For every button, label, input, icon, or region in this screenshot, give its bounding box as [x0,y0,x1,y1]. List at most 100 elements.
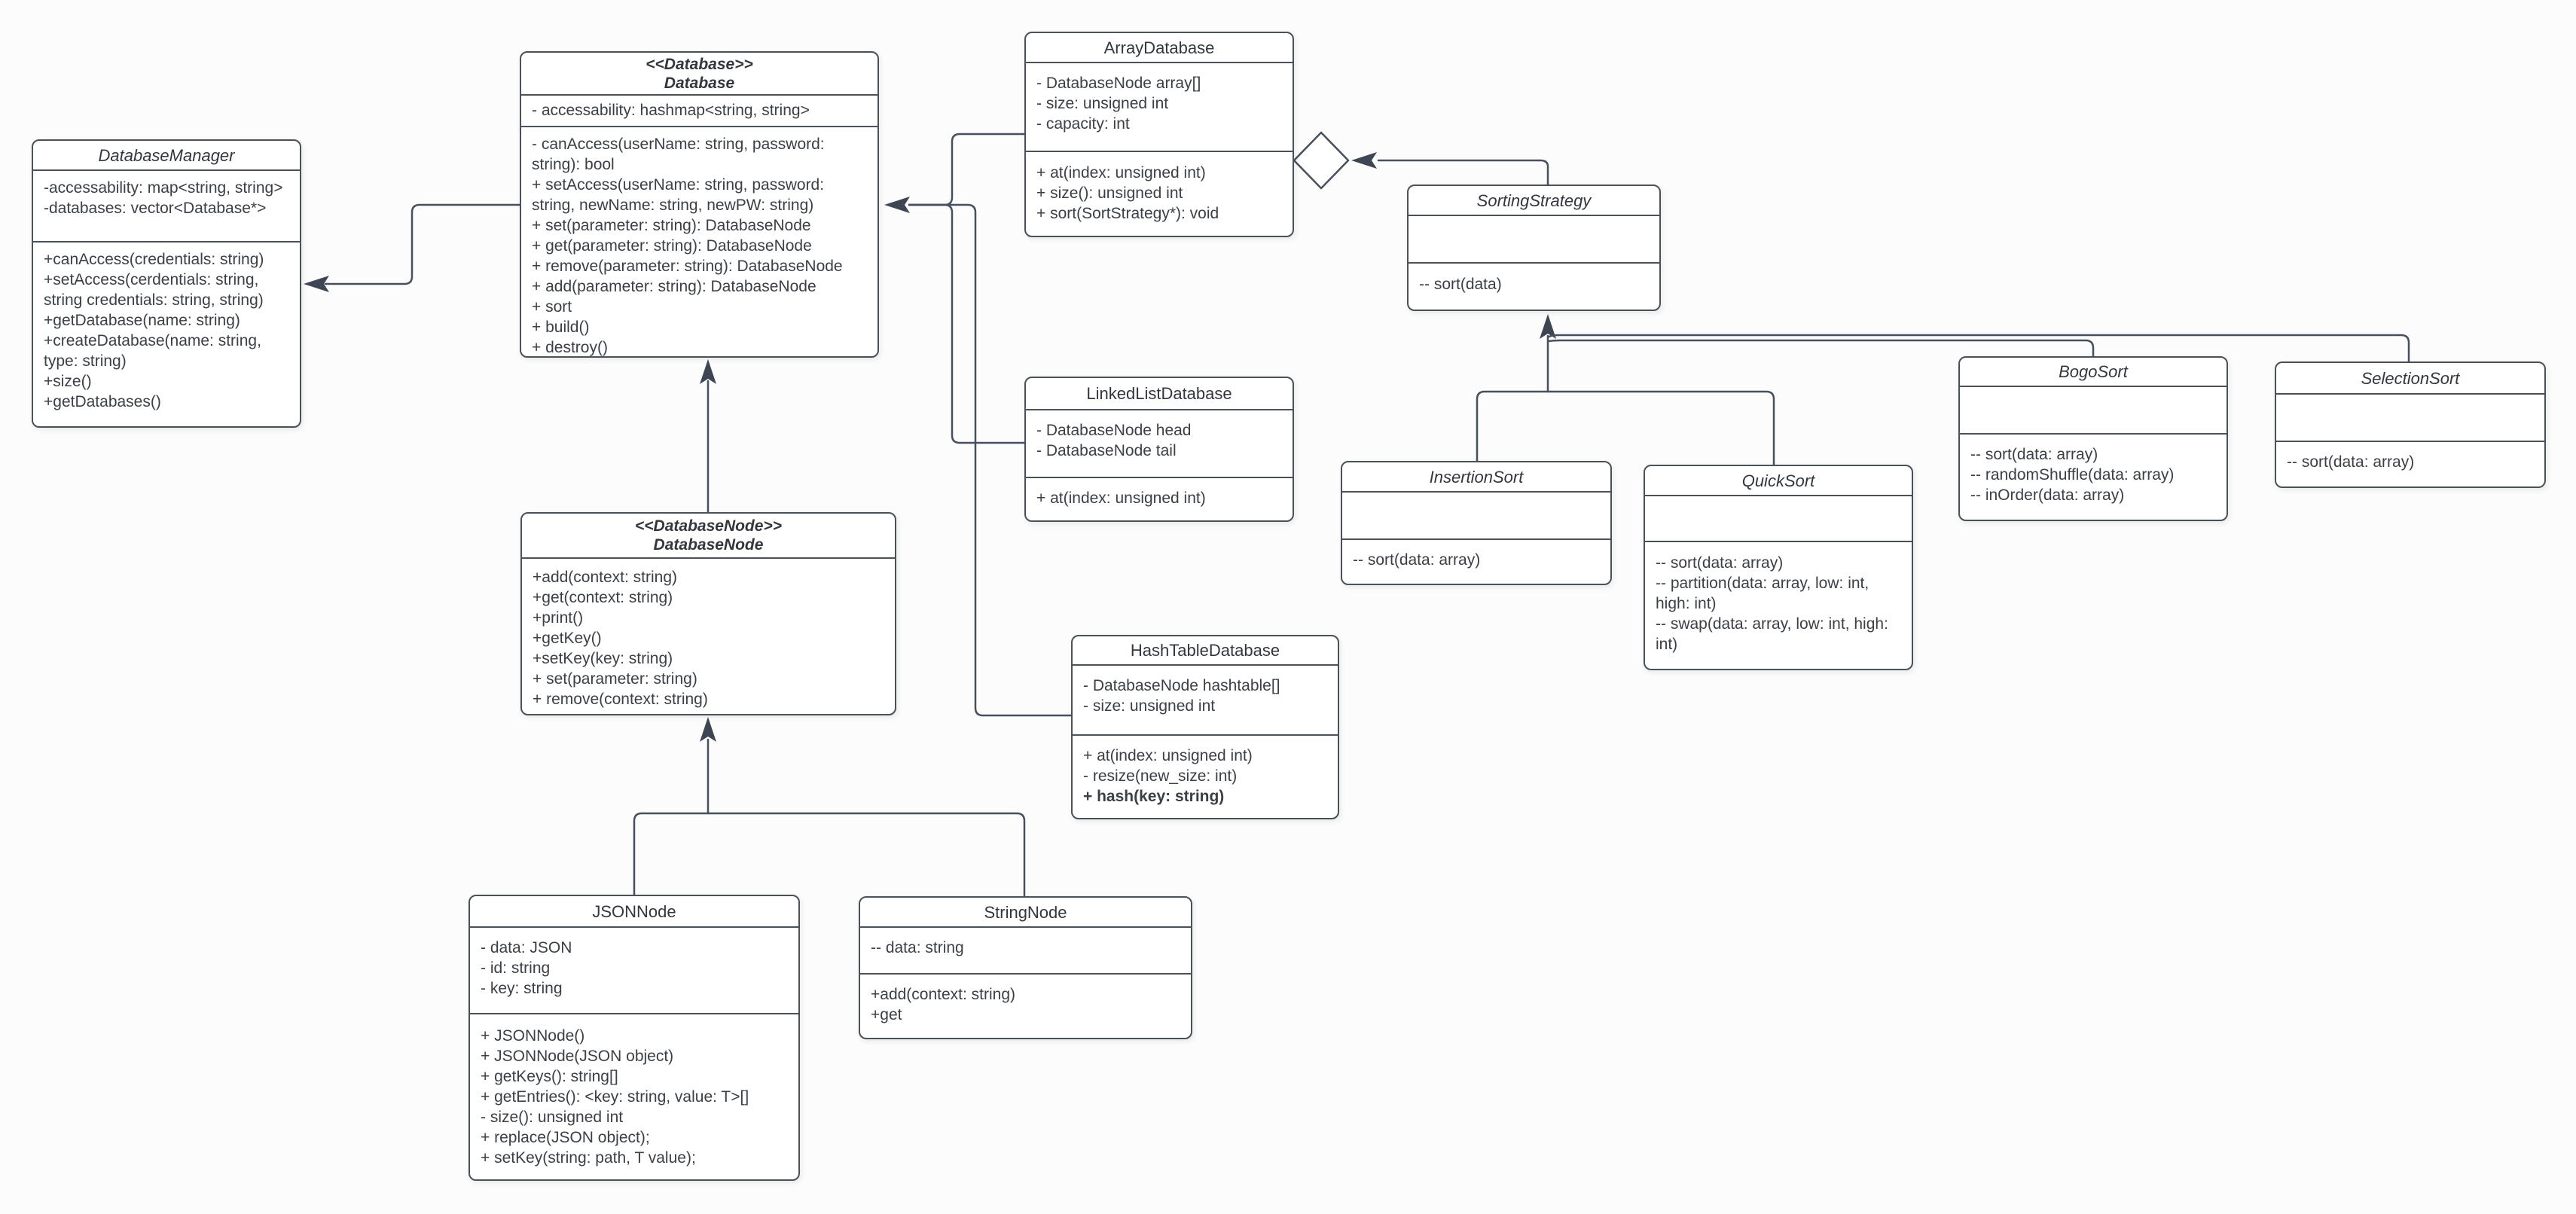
method-line: + destroy() [532,339,608,356]
class-title: LinkedListDatabase [1086,384,1232,403]
edge-linkedlistdatabase-to-database[interactable] [908,203,1026,444]
method-line: -- sort(data: array) [2287,453,2415,471]
attributes-compartment: - accessability: hashmap<string, string> [521,94,877,126]
class-stereotype: <<DatabaseNode>> [635,517,782,535]
method-line: -- partition(data: array, low: int, high… [1656,575,1869,612]
attributes-compartment: - data: JSON - id: string - key: string [470,926,798,1013]
method-line: - size(): unsigned int [481,1109,624,1126]
method-line: -- swap(data: array, low: int, high: int… [1656,615,1888,653]
edge-databasenode-to-database[interactable] [700,359,716,514]
edge-insertionsort-quicksort-to-sortingstrategy[interactable] [1476,390,1775,466]
class-database-node[interactable]: <<DatabaseNode>> DatabaseNode +add(conte… [520,512,896,715]
method-line: +setAccess(cerdentials: string, string c… [44,271,264,309]
attribute-line: - id: string [481,959,551,977]
attributes-compartment: - DatabaseNode array[] - size: unsigned … [1026,62,1293,151]
method-line: + getKeys(): string[] [481,1068,618,1085]
methods-compartment: -- sort(data: array) -- partition(data: … [1645,541,1912,669]
methods-compartment: + at(index: unsigned int) + size(): unsi… [1026,151,1293,236]
method-line: +getDatabases() [44,393,161,410]
class-insertion-sort[interactable]: InsertionSort -- sort(data: array) [1341,461,1612,585]
edge-hashtabledatabase-to-database[interactable] [908,203,1073,717]
class-title: DatabaseManager [98,145,235,165]
class-header: InsertionSort [1342,462,1610,491]
method-line: + build() [532,319,590,336]
class-title: SelectionSort [2361,368,2460,388]
method-line: + at(index: unsigned int) [1036,490,1206,507]
method-line: +createDatabase(name: string, type: stri… [44,332,261,370]
arrowhead-up-icon [1540,314,1556,339]
method-line: -- randomShuffle(data: array) [1970,466,2175,483]
class-quick-sort[interactable]: QuickSort -- sort(data: array) -- partit… [1644,465,1913,670]
method-line: + getEntries(): <key: string, value: T>[… [481,1088,749,1106]
attributes-compartment: -- data: string [860,926,1191,973]
class-header: SortingStrategy [1409,186,1659,215]
attributes-compartment [2276,393,2544,441]
edge-sortingstrategy-aggregation-arraydatabase[interactable] [1293,131,1549,190]
class-title: Database [664,74,735,92]
attributes-compartment [1960,386,2227,433]
edge-database-to-databasemanager[interactable] [304,203,521,292]
methods-compartment: - canAccess(userName: string, password: … [521,126,877,358]
attribute-line: - DatabaseNode tail [1036,442,1177,459]
arrowhead-up-icon [700,359,716,384]
arrowhead-up-icon [700,717,716,742]
class-linked-list-database[interactable]: LinkedListDatabase - DatabaseNode head -… [1024,377,1294,522]
method-line: -- sort(data: array) [1353,551,1481,569]
class-title: HashTableDatabase [1130,641,1280,660]
attribute-line: - accessability: hashmap<string, string> [532,102,810,119]
method-line: -- sort(data: array) [1970,446,2098,463]
edge-arraydatabase-to-database[interactable] [884,133,1026,213]
method-line: + JSONNode() [481,1027,585,1045]
method-line: + add(parameter: string): DatabaseNode [532,278,816,295]
class-string-node[interactable]: StringNode -- data: string +add(context:… [859,896,1192,1039]
class-database[interactable]: <<Database>> Database - accessability: h… [520,51,879,358]
edge-bogosort-to-sortingstrategy[interactable] [1548,339,2095,358]
edge-sorts-inheritance-arrow[interactable] [1540,314,1556,393]
method-line: -- sort(data: array) [1656,554,1784,572]
class-hash-table-database[interactable]: HashTableDatabase - DatabaseNode hashtab… [1071,635,1339,819]
attributes-compartment: -accessability: map<string, string> -dat… [33,169,300,241]
class-title: QuickSort [1741,471,1815,490]
methods-compartment: + JSONNode() + JSONNode(JSON object) + g… [470,1013,798,1179]
class-title: StringNode [984,902,1067,922]
class-database-manager[interactable]: DatabaseManager -accessability: map<stri… [32,139,301,428]
attributes-compartment [1645,495,1912,541]
method-line: + setAccess(userName: string, password: … [532,176,825,214]
class-header: <<DatabaseNode>> DatabaseNode [522,514,895,557]
method-line: + hash(key: string) [1083,788,1225,805]
edge-selectionsort-to-sortingstrategy[interactable] [1548,334,2410,363]
methods-compartment: -- sort(data: array) [2276,441,2544,487]
methods-compartment: + at(index: unsigned int) - resize(new_s… [1073,734,1338,818]
class-json-node[interactable]: JSONNode - data: JSON - id: string - key… [469,895,800,1181]
aggregation-diamond-icon [1293,131,1350,190]
methods-compartment: +add(context: string) +get [860,973,1191,1038]
method-line: +add(context: string) [533,569,678,586]
method-line: +get [871,1006,902,1023]
class-stereotype: <<Database>> [646,55,753,73]
attribute-line: -- data: string [871,939,964,956]
method-line: +add(context: string) [871,986,1016,1003]
method-line: + sort [532,298,572,316]
attributes-compartment: - DatabaseNode hashtable[] - size: unsig… [1073,664,1338,734]
edge-jsonnode-stringnode-to-databasenode[interactable] [633,717,1026,898]
method-line: + remove(context: string) [533,691,708,708]
class-header: BogoSort [1960,358,2227,386]
class-array-database[interactable]: ArrayDatabase - DatabaseNode array[] - s… [1024,32,1294,237]
class-selection-sort[interactable]: SelectionSort -- sort(data: array) [2275,361,2546,488]
method-line: + size(): unsigned int [1036,185,1183,202]
method-line: + at(index: unsigned int) [1083,747,1253,764]
class-sorting-strategy[interactable]: SortingStrategy -- sort(data) [1407,185,1661,311]
arrowhead-left-icon [304,276,329,292]
attributes-compartment [1342,491,1610,538]
method-line: + replace(JSON object); [481,1129,650,1146]
class-bogo-sort[interactable]: BogoSort -- sort(data: array) -- randomS… [1958,356,2228,521]
method-line: + JSONNode(JSON object) [481,1048,674,1065]
class-header: SelectionSort [2276,363,2544,393]
attributes-compartment [1409,215,1659,262]
method-line: + get(parameter: string): DatabaseNode [532,237,812,255]
attribute-line: - capacity: int [1036,115,1130,133]
class-header: DatabaseManager [33,141,300,169]
attribute-line: - DatabaseNode head [1036,422,1192,439]
